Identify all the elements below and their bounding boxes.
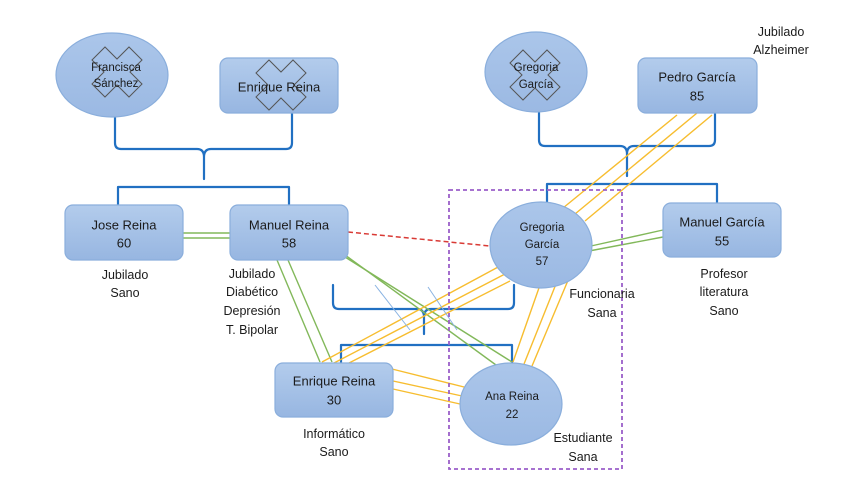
person-note: Sano <box>709 304 738 318</box>
close-line-gregoria-manuelgarcia-2 <box>588 236 664 252</box>
female-node <box>55 32 169 118</box>
person-note: Jubilado <box>758 25 805 39</box>
person-age: 60 <box>117 236 131 251</box>
minor-line-1 <box>374 284 411 331</box>
person-name: Manuel Reina <box>249 218 330 233</box>
female-node <box>489 201 593 289</box>
person-pedro-garcia: Pedro García 85 <box>637 57 758 114</box>
family-lines <box>113 109 719 365</box>
person-gregoria-garcia: Gregoria García 57 <box>489 201 593 289</box>
person-note: Sana <box>568 450 597 464</box>
person-name: Gregoria <box>514 62 559 74</box>
person-name: Ana Reina <box>485 391 539 403</box>
person-note: Sana <box>587 306 616 320</box>
distant-line-manuel-gregoria <box>347 231 491 247</box>
person-name: Jose Reina <box>91 218 157 233</box>
person-note: T. Bipolar <box>226 323 278 337</box>
person-name: Sánchez <box>94 78 139 90</box>
person-francisca-sanchez: Francisca Sánchez <box>55 32 169 118</box>
person-name: García <box>525 239 560 251</box>
male-node <box>637 57 758 114</box>
male-node <box>64 204 184 261</box>
children-line-reina-sanchez <box>116 185 291 207</box>
children-line-garcia <box>545 182 719 205</box>
person-name: Enrique Reina <box>238 80 321 95</box>
relationship-lines <box>183 112 713 405</box>
person-note: Jubilado <box>102 268 149 282</box>
person-name: Gregoria <box>520 222 565 234</box>
parents-bracket-reina-sanchez <box>113 111 294 181</box>
fused-line-pedro-gregoria-3 <box>584 114 713 222</box>
children-line-reina-garcia <box>339 343 514 365</box>
close-line-manuel-enrique-2 <box>287 259 333 363</box>
fused-line-enrique-ana-1 <box>387 367 473 390</box>
fused-line-gregoria-enrique-3 <box>348 280 511 364</box>
person-note: Alzheimer <box>753 43 809 57</box>
male-node <box>219 57 339 114</box>
person-age: 22 <box>506 409 519 421</box>
person-note: Diabético <box>226 285 278 299</box>
person-age: 58 <box>282 236 296 251</box>
close-line-gregoria-manuelgarcia-1 <box>590 229 664 247</box>
person-age: 85 <box>690 89 704 104</box>
person-note: Sano <box>110 286 139 300</box>
person-note: Jubilado <box>229 267 276 281</box>
fused-line-pedro-gregoria-2 <box>574 112 698 215</box>
person-note: Informático <box>303 427 365 441</box>
fused-line-gregoria-ana-1 <box>512 284 541 363</box>
male-node <box>274 362 394 418</box>
fused-line-enrique-ana-2 <box>392 380 463 397</box>
parents-bracket-garcia <box>537 109 717 178</box>
person-manuel-reina: Manuel Reina 58 <box>229 204 349 261</box>
person-name: Pedro García <box>658 70 736 85</box>
fused-line-gregoria-ana-3 <box>531 277 570 367</box>
person-enrique-reina-sr: Enrique Reina <box>219 57 339 114</box>
person-note: Funcionaria <box>569 287 634 301</box>
person-age: 57 <box>536 256 549 268</box>
person-note: literatura <box>700 285 749 299</box>
female-node <box>484 31 588 113</box>
person-note: Sano <box>319 445 348 459</box>
person-manuel-garcia: Manuel García 55 <box>662 202 782 258</box>
fused-line-gregoria-enrique-1 <box>321 265 501 363</box>
deceased-x-icon <box>255 59 307 111</box>
male-node <box>229 204 349 261</box>
person-gregoria-garcia-sr: Gregoria García <box>484 31 588 113</box>
person-ana-reina: Ana Reina 22 <box>459 362 563 446</box>
fused-line-enrique-ana-3 <box>392 388 461 405</box>
fused-line-gregoria-ana-2 <box>523 283 557 365</box>
person-enrique-reina: Enrique Reina 30 <box>274 362 394 418</box>
person-name: Francisca <box>91 62 141 74</box>
person-note: Depresión <box>224 304 281 318</box>
person-note: Profesor <box>700 267 747 281</box>
person-name: García <box>519 79 554 91</box>
person-note: Estudiante <box>553 431 612 445</box>
deceased-x-icon <box>509 49 561 101</box>
fused-line-gregoria-enrique-2 <box>333 273 506 364</box>
minor-line-2 <box>427 286 458 331</box>
person-name: Enrique Reina <box>293 374 376 389</box>
close-line-manuel-enrique-1 <box>276 259 321 363</box>
female-node <box>459 362 563 446</box>
person-age: 55 <box>715 234 729 249</box>
household-boundary <box>448 189 623 470</box>
person-name: Manuel García <box>679 215 765 230</box>
person-jose-reina: Jose Reina 60 <box>64 204 184 261</box>
person-age: 30 <box>327 393 341 408</box>
fused-line-pedro-gregoria-1 <box>562 114 678 209</box>
deceased-x-icon <box>91 46 143 98</box>
close-line-manuel-ana-2 <box>344 256 513 363</box>
male-node <box>662 202 782 258</box>
